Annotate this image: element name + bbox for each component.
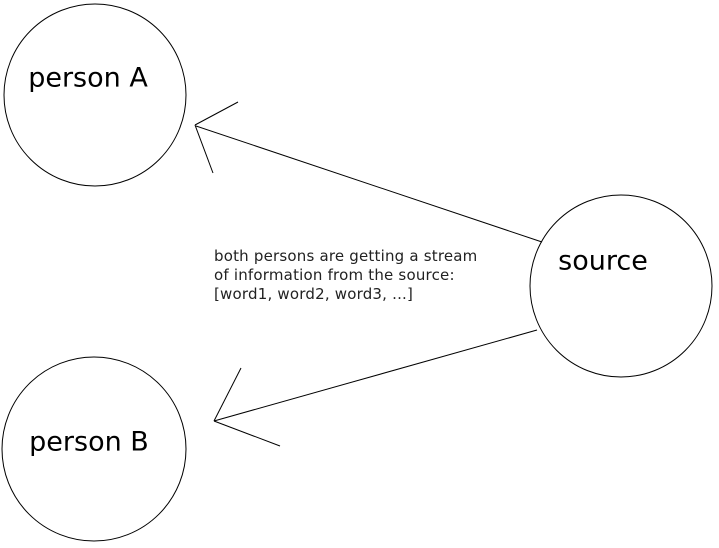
person-b-circle — [1, 356, 187, 542]
annotation-text: both persons are getting a stream of inf… — [214, 247, 477, 304]
person-a-label: person A — [28, 62, 148, 94]
arrow-source-to-person-b — [213, 329, 538, 447]
source-circle — [529, 194, 713, 378]
person-b-label: person B — [29, 426, 149, 458]
arrowhead-lower-barb — [213, 420, 281, 447]
annotation-line-3: [word1, word2, word3, ...] — [214, 285, 414, 303]
arrow-source-to-person-a — [194, 101, 543, 243]
arrowhead-lower-barb — [194, 124, 214, 174]
arrow-shaft — [195, 125, 543, 243]
source-label: source — [558, 245, 648, 277]
arrowhead-upper-barb — [194, 101, 239, 126]
annotation-line-2: of information from the source: — [214, 266, 455, 284]
arrow-shaft — [213, 329, 538, 422]
annotation-line-1: both persons are getting a stream — [214, 247, 478, 265]
person-a-circle — [3, 3, 187, 187]
arrowhead-upper-barb — [213, 367, 242, 422]
